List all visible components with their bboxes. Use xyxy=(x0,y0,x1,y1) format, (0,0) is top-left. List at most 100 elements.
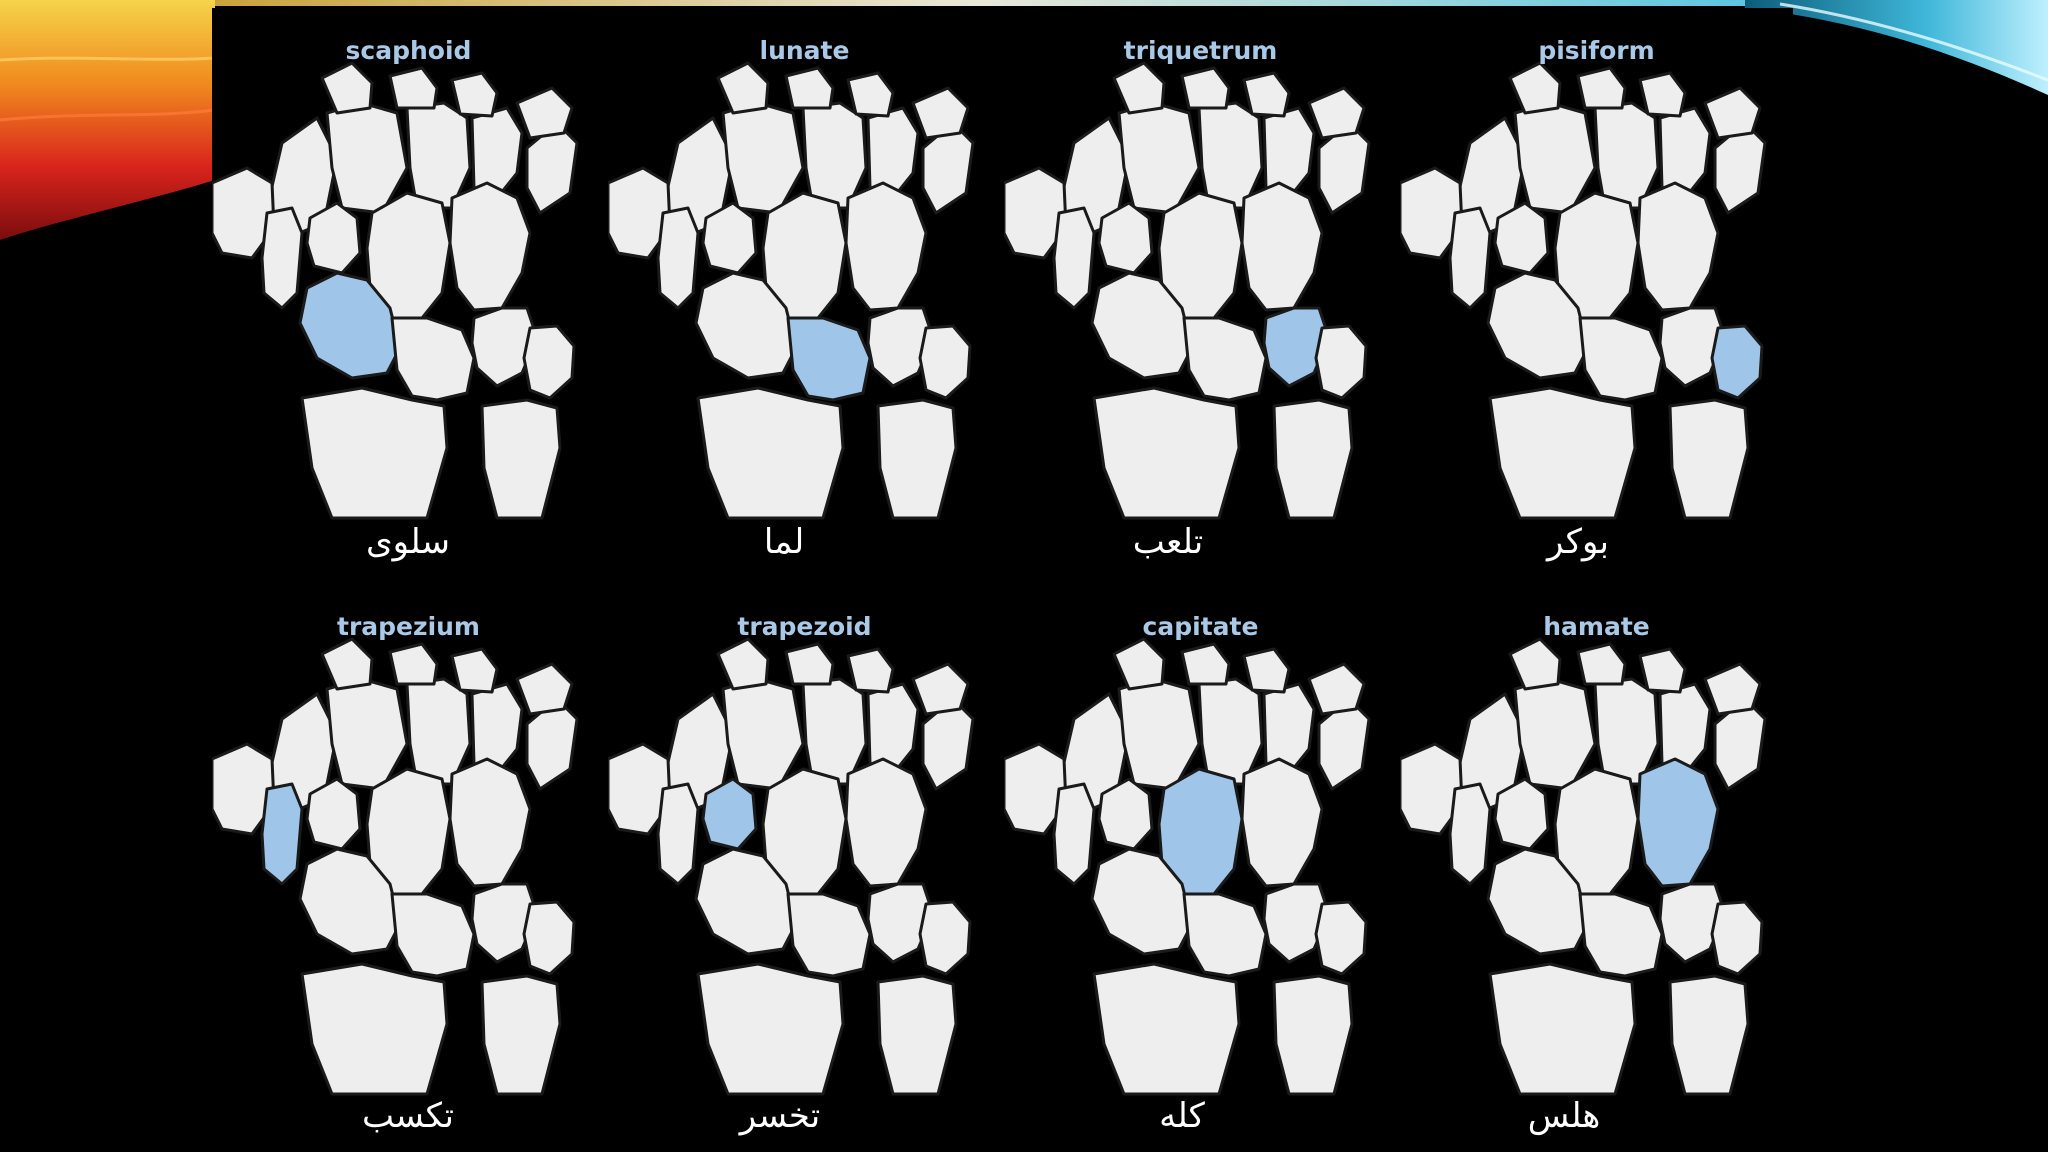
trapezoid-bone xyxy=(305,201,362,275)
trapezium-bone xyxy=(260,206,304,310)
lunate-bone xyxy=(786,892,872,978)
trapezium-bone xyxy=(260,782,304,886)
triquetrum-bone xyxy=(470,882,539,964)
persian-caption: تکسب xyxy=(362,1096,454,1136)
metacarpal-2-bone xyxy=(325,101,409,215)
finger-4-bone xyxy=(515,662,574,716)
persian-caption: کله xyxy=(1159,1096,1205,1136)
finger-4-bone xyxy=(911,86,970,140)
lunate-bone xyxy=(390,316,476,402)
metacarpal-2-bone xyxy=(325,677,409,791)
capitate-bone xyxy=(1553,191,1640,322)
finger-2-bone xyxy=(1180,642,1231,686)
ulna-bone xyxy=(480,398,562,520)
persian-caption: لما xyxy=(763,522,805,562)
pisiform-bone xyxy=(522,324,576,400)
panel-trapezoid: trapezoid xyxy=(608,584,1001,1104)
trapezoid-bone xyxy=(305,777,362,851)
hamate-bone xyxy=(1636,757,1720,888)
hamate-bone xyxy=(1636,181,1720,312)
metacarpal-4-bone xyxy=(1262,682,1316,776)
wrist-diagram xyxy=(1400,61,1767,520)
wrist-diagram xyxy=(608,637,975,1096)
bone-label: trapezoid xyxy=(737,612,872,641)
scaphoid-bone xyxy=(1090,271,1194,380)
triquetrum-bone xyxy=(1262,306,1331,388)
cool-swoosh xyxy=(1745,0,2048,95)
finger-3-bone xyxy=(450,71,499,118)
radius-bone xyxy=(1092,386,1241,520)
finger-2-bone xyxy=(1576,642,1627,686)
finger-2-bone xyxy=(388,642,439,686)
finger-2-bone xyxy=(784,66,835,110)
trapezoid-bone xyxy=(1493,201,1550,275)
capitate-bone xyxy=(365,191,452,322)
ulna-bone xyxy=(876,974,958,1096)
pisiform-bone xyxy=(522,900,576,976)
wrist-diagram xyxy=(1400,637,1767,1096)
triquetrum-bone xyxy=(866,306,935,388)
panel-triquetrum: triquetrum xyxy=(1004,8,1397,528)
trapezoid-bone xyxy=(1097,777,1154,851)
trapezoid-bone xyxy=(701,201,758,275)
hamate-bone xyxy=(448,181,532,312)
wrist-diagram xyxy=(212,637,579,1096)
wrist-diagram xyxy=(212,61,579,520)
metacarpal-4-bone xyxy=(866,682,920,776)
persian-caption: تلعب xyxy=(1132,522,1204,562)
lunate-bone xyxy=(1578,892,1664,978)
finger-3-bone xyxy=(846,71,895,118)
bone-label: capitate xyxy=(1142,612,1259,641)
scaphoid-bone xyxy=(298,847,402,956)
finger-3-bone xyxy=(1242,647,1291,694)
triquetrum-bone xyxy=(866,882,935,964)
capitate-bone xyxy=(1553,767,1640,898)
finger-3-bone xyxy=(450,647,499,694)
finger-1-bone xyxy=(320,637,374,691)
hamate-bone xyxy=(844,757,928,888)
radius-bone xyxy=(1488,962,1637,1096)
hamate-bone xyxy=(1240,181,1324,312)
triquetrum-bone xyxy=(1658,306,1727,388)
wrist-diagram xyxy=(1004,61,1371,520)
finger-1-bone xyxy=(1508,637,1562,691)
bone-label: pisiform xyxy=(1538,36,1655,65)
finger-4-bone xyxy=(1703,86,1762,140)
scaphoid-bone xyxy=(298,271,402,380)
pisiform-bone xyxy=(918,900,972,976)
trapezoid-bone xyxy=(701,777,758,851)
metacarpal-2-bone xyxy=(721,101,805,215)
hamate-bone xyxy=(844,181,928,312)
pisiform-bone xyxy=(1314,900,1368,976)
finger-2-bone xyxy=(1576,66,1627,110)
metacarpal-4-bone xyxy=(1262,106,1316,200)
radius-bone xyxy=(300,386,449,520)
bone-label: hamate xyxy=(1543,612,1650,641)
trapezium-bone xyxy=(1448,206,1492,310)
capitate-bone xyxy=(761,191,848,322)
scaphoid-bone xyxy=(694,847,798,956)
metacarpal-4-bone xyxy=(1658,106,1712,200)
finger-1-bone xyxy=(1508,61,1562,115)
persian-caption: تخسر xyxy=(739,1096,821,1136)
bone-label: lunate xyxy=(759,36,850,65)
panel-pisiform: pisiform xyxy=(1400,8,1793,528)
scaphoid-bone xyxy=(1090,847,1194,956)
finger-3-bone xyxy=(1638,71,1687,118)
hamate-bone xyxy=(448,757,532,888)
persian-caption: بوکر xyxy=(1547,522,1609,562)
panel-hamate: hamate xyxy=(1400,584,1793,1104)
triquetrum-bone xyxy=(1262,882,1331,964)
metacarpal-4-bone xyxy=(470,106,524,200)
metacarpal-4-bone xyxy=(1658,682,1712,776)
finger-2-bone xyxy=(388,66,439,110)
trapezium-bone xyxy=(656,206,700,310)
persian-caption: هلس xyxy=(1527,1096,1601,1136)
metacarpal-3-bone xyxy=(801,677,868,786)
panel-lunate: lunate xyxy=(608,8,1001,528)
finger-4-bone xyxy=(515,86,574,140)
triquetrum-bone xyxy=(470,306,539,388)
trapezium-bone xyxy=(656,782,700,886)
ulna-bone xyxy=(480,974,562,1096)
